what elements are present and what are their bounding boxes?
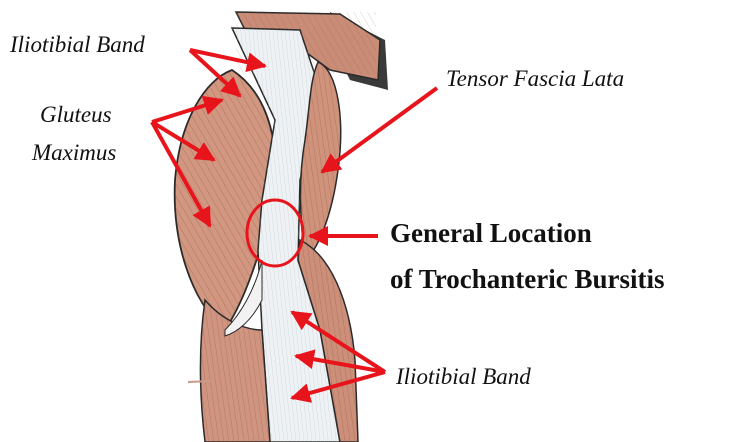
gluteus-label-line2: Maximus bbox=[32, 140, 116, 166]
general-location-label-line2: of Trochanteric Bursitis bbox=[390, 264, 664, 295]
general-location-label-line1: General Location bbox=[390, 218, 592, 249]
iliotibial-band-label-top: Iliotibial Band bbox=[10, 32, 145, 58]
iliotibial-band-label-bottom: Iliotibial Band bbox=[396, 364, 531, 390]
tensor-fascia-lata-label: Tensor Fascia Lata bbox=[446, 66, 624, 92]
gluteus-label-line1: Gluteus bbox=[40, 102, 112, 128]
